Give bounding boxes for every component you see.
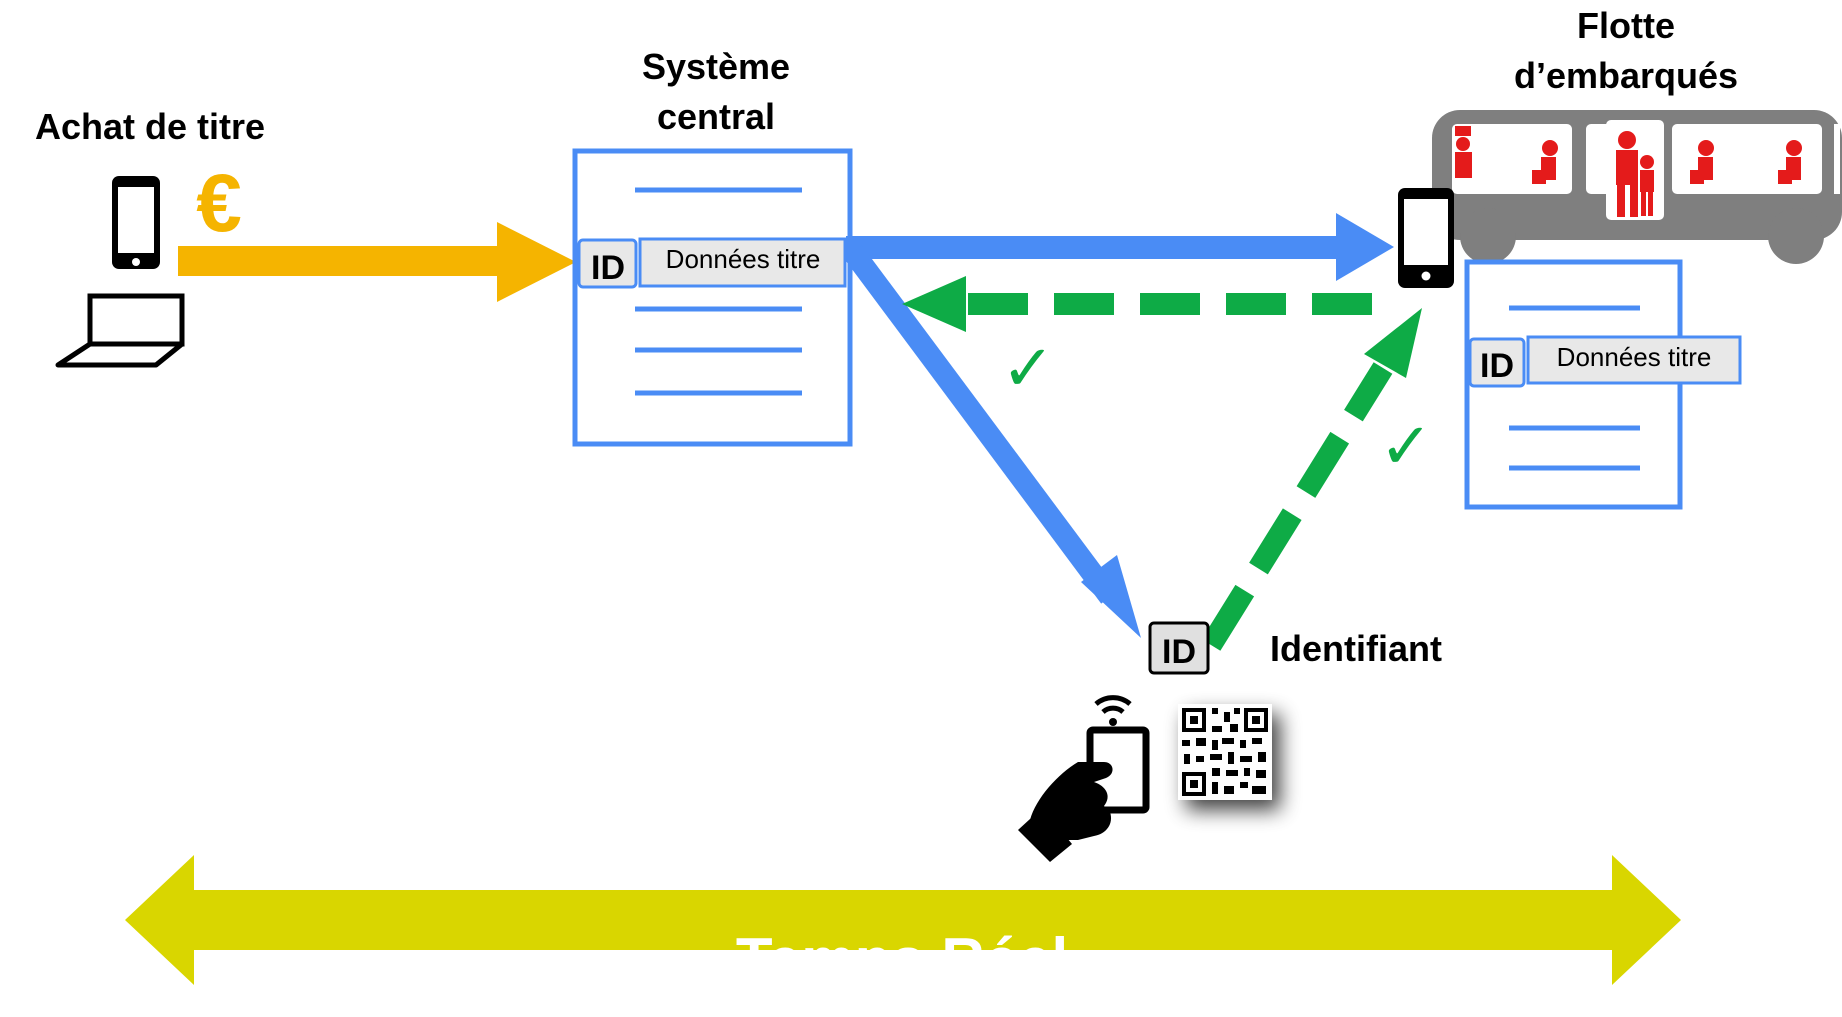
validation-arrow-to-fleet [1201, 308, 1422, 651]
central-system-database [572, 148, 853, 447]
central-system-title-line1: Système [642, 46, 790, 87]
realtime-label: Temps Réel [736, 926, 1068, 993]
realtime-double-arrow [125, 855, 1681, 985]
validator-phone-icon [1398, 188, 1454, 288]
identifier-id-tag: ID [1148, 621, 1210, 675]
qr-code-icon [1178, 704, 1272, 800]
fleet-title-line1: Flotte [1577, 5, 1675, 46]
central-record-data: Données titre [638, 237, 847, 288]
payment-arrow [178, 222, 576, 302]
passenger-icons [1455, 126, 1802, 217]
fleet-title-line2: d’embarqués [1514, 55, 1738, 96]
contactless-card-icon [1018, 695, 1150, 862]
sync-arrow-to-fleet [846, 213, 1394, 281]
svg-text:Données titre: Données titre [666, 244, 821, 274]
fleet-record-data: Données titre [1526, 335, 1742, 385]
check-icon-central: ✓ [1001, 332, 1055, 406]
svg-text:ID: ID [1162, 633, 1196, 671]
sync-arrow-to-identifier [844, 245, 1141, 638]
svg-text:ID: ID [1480, 347, 1514, 385]
check-icon-fleet: ✓ [1379, 410, 1433, 484]
central-record-id-tag: ID [577, 238, 638, 289]
smartphone-icon [112, 176, 160, 269]
central-system-title-line2: central [657, 96, 775, 137]
laptop-icon [55, 293, 185, 368]
identifier-label: Identifiant [1270, 628, 1442, 669]
svg-text:ID: ID [591, 249, 625, 287]
validation-arrow-to-central [902, 276, 1372, 332]
euro-icon: € [196, 158, 242, 249]
fleet-record-id-tag: ID [1468, 337, 1526, 388]
purchase-label: Achat de titre [35, 106, 265, 147]
svg-text:Données titre: Données titre [1557, 342, 1712, 372]
